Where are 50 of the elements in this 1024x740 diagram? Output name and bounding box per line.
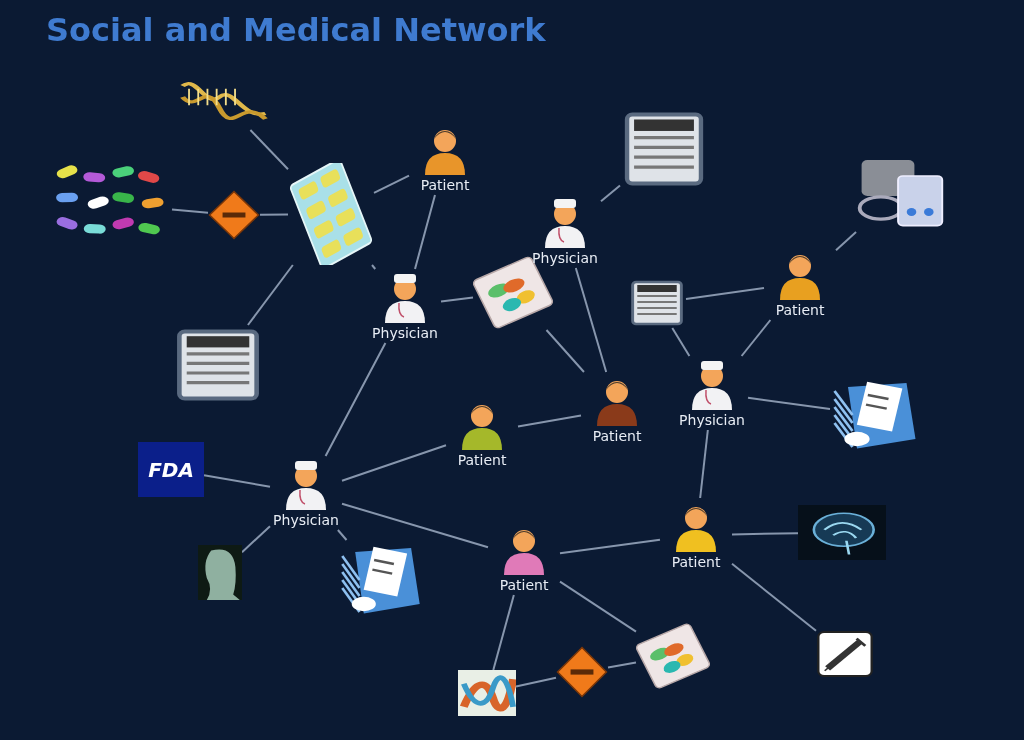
connector-line bbox=[414, 194, 436, 270]
brain-scan-icon bbox=[798, 505, 886, 560]
connector-line bbox=[492, 594, 515, 671]
connector-line bbox=[545, 329, 585, 373]
node-label: Patient bbox=[775, 301, 825, 320]
caution-sign-icon bbox=[556, 646, 608, 698]
connector-line bbox=[440, 296, 474, 303]
connector-line bbox=[747, 396, 831, 410]
connector-line bbox=[671, 327, 691, 357]
connector-line bbox=[517, 414, 582, 428]
connector-line bbox=[685, 287, 765, 300]
connector-line bbox=[371, 264, 377, 270]
connector-line bbox=[341, 444, 447, 482]
syringe-icon bbox=[816, 630, 874, 678]
agency-badge: FDA bbox=[138, 442, 204, 497]
xray-image-icon bbox=[198, 545, 242, 600]
connector-line bbox=[515, 676, 557, 688]
title: Social and Medical Network bbox=[46, 10, 546, 51]
connector-line bbox=[171, 208, 209, 214]
connector-line bbox=[731, 532, 799, 536]
connector-line bbox=[835, 231, 858, 252]
connector-line bbox=[373, 174, 410, 194]
newspaper-icon bbox=[628, 278, 686, 328]
connector-line bbox=[249, 129, 289, 171]
node-label: Physician bbox=[679, 411, 745, 430]
node-label: Patient bbox=[499, 576, 549, 595]
node-label: Physician bbox=[372, 324, 438, 343]
node-label: Patient bbox=[592, 427, 642, 446]
connector-line bbox=[600, 184, 621, 203]
connector-line bbox=[740, 319, 772, 357]
connector-line bbox=[699, 429, 709, 499]
connector-line bbox=[259, 213, 289, 216]
connector-line bbox=[203, 474, 271, 488]
connector-line bbox=[574, 267, 608, 373]
node-label: Patient bbox=[457, 451, 507, 470]
connector-line bbox=[607, 661, 637, 669]
node-label: Patient bbox=[420, 176, 470, 195]
node-label: Physician bbox=[532, 249, 598, 268]
node-label: Patient bbox=[671, 553, 721, 572]
connector-line bbox=[324, 342, 387, 457]
connector-line bbox=[559, 580, 637, 633]
connector-line bbox=[241, 525, 271, 554]
chromosome-icon bbox=[458, 670, 516, 716]
connector-line bbox=[246, 264, 294, 326]
connector-line bbox=[336, 529, 348, 541]
connector-line bbox=[341, 502, 489, 549]
connector-line bbox=[559, 538, 661, 555]
caution-sign-icon bbox=[208, 190, 260, 240]
node-label: Physician bbox=[273, 511, 339, 530]
connector-line bbox=[731, 562, 817, 632]
